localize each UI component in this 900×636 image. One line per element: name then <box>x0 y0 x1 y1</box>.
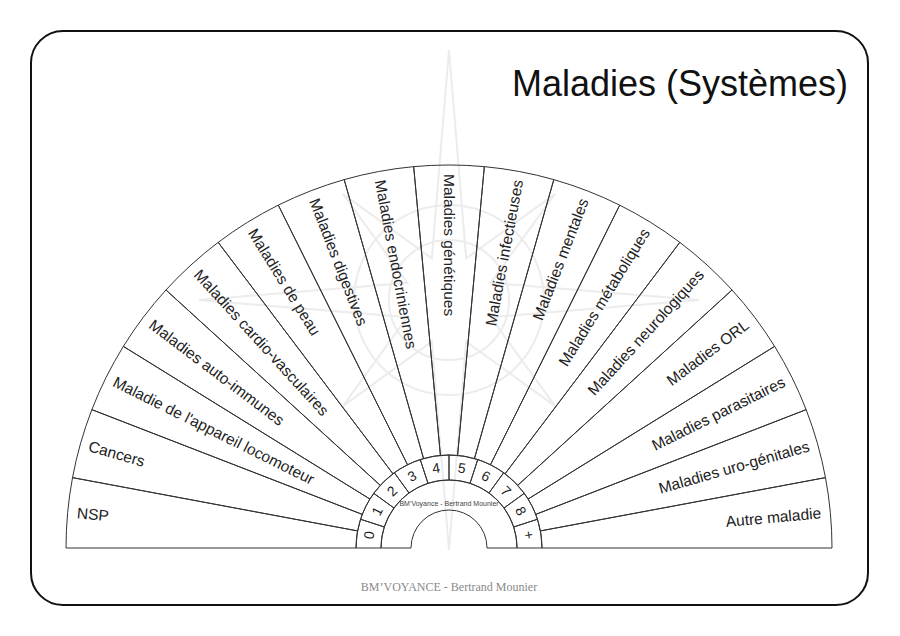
cell-number: 4 <box>431 461 441 476</box>
sector-outline <box>217 204 409 475</box>
number-cell: 3 <box>393 458 429 494</box>
sector-shape <box>278 180 423 465</box>
disease-sector: Maladies de peau <box>217 204 409 475</box>
sector-label: Maladies mentales <box>530 196 591 322</box>
sector-shape <box>92 346 370 514</box>
sector-label: Maladies parasitaires <box>649 374 787 453</box>
sector-shape <box>449 455 478 483</box>
disease-sector: Maladies génétiques <box>412 164 486 457</box>
sector-shape <box>470 460 504 493</box>
sector-shape <box>356 519 384 548</box>
number-cell: 4 <box>419 454 450 485</box>
page-frame <box>31 31 868 605</box>
disease-sector: NSP <box>65 476 359 549</box>
cell-number: 5 <box>457 461 467 476</box>
sector-label: Maladies endocriniennes <box>373 179 420 350</box>
footer-credit: BM’VOYANCE - Bertrand Mounier <box>361 581 537 593</box>
sector-shape <box>420 455 449 483</box>
disease-sector: Maladie de l'appareil locomoteur <box>90 345 371 516</box>
sector-label: Cancers <box>87 438 147 469</box>
cell-number: 2 <box>384 483 399 498</box>
sector-shape <box>344 167 440 459</box>
cell-number: 3 <box>406 468 419 484</box>
sector-shape <box>394 460 428 493</box>
sector-shape <box>504 493 537 527</box>
sector-label: Maladies cardio-vasculaires <box>191 266 331 418</box>
sector-shape <box>218 205 407 474</box>
sector-shape <box>66 478 358 548</box>
cell-number: 8 <box>513 505 529 518</box>
maker-mark: BM’Voyance - Bertrand Mounier <box>399 500 498 507</box>
sector-outline <box>473 178 621 466</box>
number-cell: 8 <box>503 492 539 528</box>
sector-label: Maladies génétiques <box>441 174 457 316</box>
cell-number: + <box>521 530 536 540</box>
cell-number: 0 <box>362 530 377 540</box>
sector-label: Autre maladie <box>725 506 822 530</box>
disease-sector: Autre maladie <box>539 476 833 549</box>
inner-band <box>381 480 517 548</box>
cell-number: 1 <box>369 505 385 518</box>
sector-label: Maladies uro-génitales <box>657 438 811 496</box>
cell-number: 6 <box>479 468 492 484</box>
sector-label: Maladie de l'appareil locomoteur <box>111 374 317 487</box>
sector-label: Maladies auto-immunes <box>146 316 287 428</box>
sector-label: Maladies ORL <box>664 316 752 388</box>
sector-label: NSP <box>76 506 109 524</box>
sector-label: Maladies digestives <box>307 196 370 328</box>
sector-label: Maladies de peau <box>246 226 324 338</box>
sector-shape <box>490 205 679 474</box>
sector-outline <box>65 476 359 549</box>
watermark-star <box>199 50 699 550</box>
sector-label: Maladies neurologiques <box>585 266 707 397</box>
sector-label: Maladies infectieuses <box>483 179 525 328</box>
number-cell: 1 <box>359 492 395 528</box>
disease-sector: Maladies métaboliques <box>489 204 681 475</box>
disease-sector: Maladies mentales <box>473 178 621 466</box>
sector-shape <box>536 410 826 531</box>
sector-shape <box>361 493 394 527</box>
sun-watermark <box>199 50 699 550</box>
sector-shape <box>540 478 832 548</box>
sector-shape <box>414 165 485 455</box>
number-cell: 6 <box>469 458 505 494</box>
cell-number: 7 <box>498 483 513 498</box>
chart-title: Maladies (Systèmes) <box>512 66 848 102</box>
sector-shape <box>514 519 542 548</box>
number-cell: + <box>512 518 543 549</box>
